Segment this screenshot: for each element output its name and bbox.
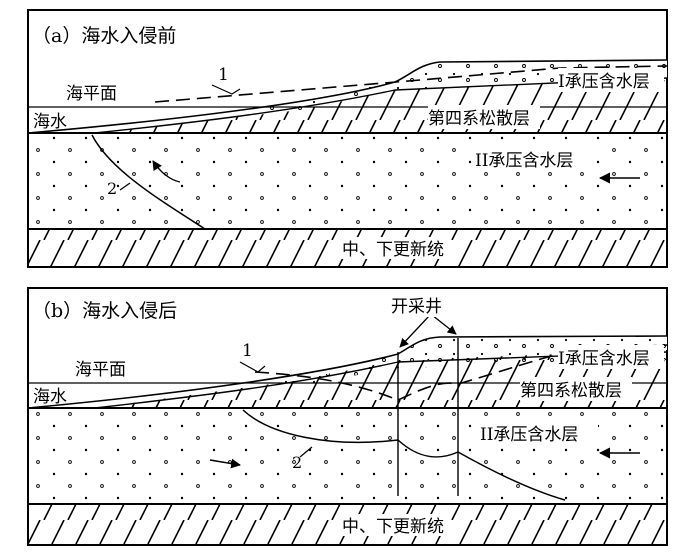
panel-b-frame (27, 287, 668, 546)
panel-b-well-pointer-left (399, 314, 431, 348)
panel-b-quaternary-label: 第四系松散层 (520, 381, 622, 401)
panel-b-well-label: 开采井 (391, 297, 442, 317)
panel-b-line-1-dashed (254, 344, 668, 401)
panel-b-aquifer1-label: I承压含水层 (558, 349, 650, 369)
panel-a-aquifer2-label: II承压含水层 (475, 151, 573, 171)
panel-b-line-1-label: 1 (242, 341, 253, 361)
panel-a-ground-surface (27, 59, 668, 134)
panel-b-ground-surface (27, 335, 668, 409)
panel-b-well-pointer-right (431, 314, 457, 335)
panel-b-sea-level-label: 海平面 (75, 360, 126, 380)
panel-b-line-2-pointer (299, 446, 313, 458)
panel-a-bedrock-label: 中、下更新统 (342, 240, 444, 260)
panel-b-line-2-interface (242, 409, 566, 501)
panel-a-seawater-label: 海水 (33, 112, 67, 132)
panel-b-flow-arrow-seawater (209, 458, 241, 469)
panel-a-sea-level-label: 海平面 (66, 84, 117, 104)
panel-a: （a）海水入侵前 海平面 海水 1 2 I承压含水层 第四系松散层 II承压含水… (27, 9, 668, 268)
panel-b-seawater-label: 海水 (33, 387, 67, 407)
panel-a-line-1-dashed (154, 65, 668, 103)
panel-a-flow-arrow-seawater (152, 160, 181, 183)
panel-a-line-2-label: 2 (107, 179, 117, 198)
panel-b-line-1-pointer (239, 361, 266, 373)
panel-a-aquifer1-base (94, 77, 668, 134)
panel-b-title: （b）海水入侵后 (32, 300, 177, 322)
panel-a-line-2-pointer (119, 182, 131, 191)
panel-b-bedrock-label: 中、下更新统 (342, 517, 444, 537)
panel-b-aquifer1-base (94, 351, 668, 409)
panel-a-quaternary-label: 第四系松散层 (428, 109, 530, 129)
panel-b-aquifer2-label: II承压含水层 (480, 425, 578, 445)
panel-a-aquifer1-label: I承压含水层 (558, 72, 650, 92)
panel-a-line-1-pointer (211, 84, 241, 95)
panel-a-line-2-interface (91, 134, 206, 230)
panel-a-line-1-label: 1 (218, 65, 229, 85)
panel-b: （b）海水入侵后 开采井 海平面 海水 1 2 I承压含水层 第四系松散层 II… (27, 287, 668, 546)
panel-a-title: （a）海水入侵前 (32, 25, 176, 47)
panel-b-line-2-label: 2 (292, 453, 302, 472)
panel-a-frame (27, 9, 668, 268)
